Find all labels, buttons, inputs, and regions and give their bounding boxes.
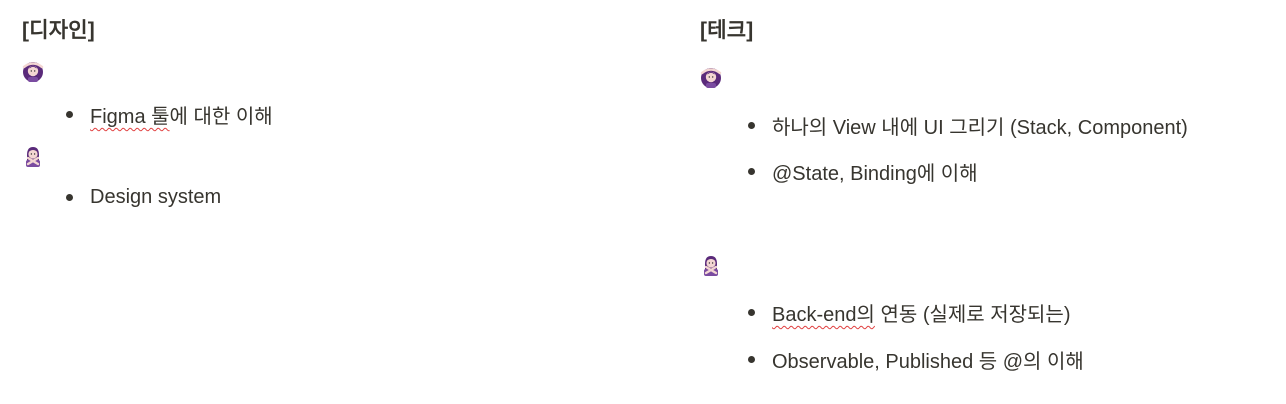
- list-item-text: Observable, Published 등 @의 이해: [772, 351, 1084, 373]
- person-gesturing-ok-icon: [700, 68, 722, 88]
- bullet-icon: [66, 111, 73, 118]
- list-item: @State, Binding에 이해: [748, 157, 978, 186]
- list-item: Observable, Published 등 @의 이해: [748, 345, 1084, 374]
- design-heading: [디자인]: [22, 19, 95, 42]
- list-item-text: @State, Binding에 이해: [772, 163, 978, 185]
- spellcheck-word[interactable]: Back-end의: [772, 304, 875, 326]
- bullet-icon: [748, 356, 755, 363]
- list-item: Back-end의 연동 (실제로 저장되는): [748, 298, 1071, 327]
- bullet-icon: [66, 194, 73, 201]
- design-section: [디자인]: [22, 14, 95, 44]
- spellcheck-word[interactable]: Figma 툴: [90, 106, 170, 128]
- list-item-text: 하나의 View 내에 UI 그리기 (Stack, Component): [772, 117, 1188, 139]
- list-item-rest: 연동 (실제로 저장되는): [874, 304, 1071, 326]
- list-item-text: Design system: [90, 186, 222, 208]
- list-item-rest: 에 대한 이해: [169, 106, 273, 128]
- person-gesturing-no-icon: [26, 147, 40, 167]
- bullet-icon: [748, 122, 755, 129]
- list-item: Figma 툴에 대한 이해: [66, 100, 273, 129]
- tech-heading: [테크]: [700, 19, 754, 42]
- list-item-text: Back-end의 연동 (실제로 저장되는): [772, 298, 1071, 327]
- tech-section: [테크]: [700, 14, 753, 44]
- list-item: Design system: [66, 186, 221, 209]
- list-item: 하나의 View 내에 UI 그리기 (Stack, Component): [748, 111, 1188, 140]
- bullet-icon: [748, 168, 755, 175]
- person-gesturing-no-icon: [704, 256, 718, 276]
- bullet-icon: [748, 309, 755, 316]
- person-gesturing-ok-icon: [22, 62, 44, 82]
- list-item-text: Figma 툴에 대한 이해: [90, 100, 273, 129]
